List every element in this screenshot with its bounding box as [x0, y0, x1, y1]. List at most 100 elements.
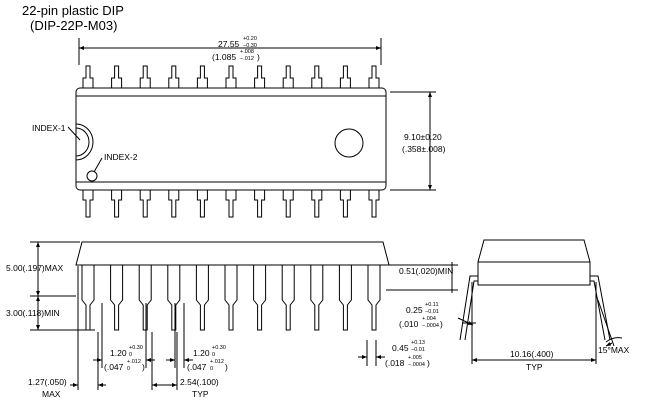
lead-thickness-arrow — [457, 317, 474, 326]
angle-ref-line — [597, 299, 615, 347]
shoulder-a-mm: 1.20 — [110, 348, 127, 358]
lead-width-inch-tol-minus: −.0004 — [408, 362, 425, 368]
top-lead-lower-4 — [168, 190, 180, 218]
top-lead-lower-8 — [282, 190, 294, 218]
side-lead-9 — [310, 265, 324, 331]
lead-width-mm-tol-plus: +0.13 — [411, 340, 425, 346]
pitch-value: 2.54(.100) — [180, 377, 219, 387]
top-lead-upper-7 — [254, 65, 266, 88]
length-inch-tol-plus: +.008 — [240, 49, 254, 55]
top-lead-lower-10 — [339, 190, 351, 218]
index1-leader — [67, 126, 81, 141]
shoulder-b-inch-tol-minus: 0 — [210, 366, 214, 372]
top-lead-lower-5 — [196, 190, 208, 218]
top-lead-upper-5 — [196, 65, 208, 88]
top-leads-upper — [82, 65, 380, 88]
index2-leader — [93, 157, 103, 173]
top-lead-upper-1 — [82, 65, 94, 88]
top-view-body — [75, 87, 387, 191]
lead-thickness-inch-tol-plus: +.004 — [422, 316, 436, 322]
end-lead-note: MAX — [42, 389, 61, 399]
lead-thickness-mm: 0.25 — [406, 305, 423, 315]
package-code: (DIP-22P-M03) — [30, 18, 118, 33]
top-lead-upper-6 — [225, 65, 237, 88]
lead-thickness-mm-tol-minus: −0.01 — [425, 309, 439, 315]
index2-label: INDEX-2 — [104, 152, 138, 162]
length-mm-tol-minus: −0.30 — [243, 43, 257, 49]
shoulder-a-inch-tol-plus: +.012 — [127, 359, 141, 365]
angle-arc — [605, 337, 623, 343]
top-lead-lower-7 — [254, 190, 266, 218]
lead-width-inch-close: ) — [427, 358, 430, 368]
top-lead-upper-2 — [111, 65, 123, 88]
end-lead-left-inner — [464, 280, 478, 341]
lead-width-mm-tol-minus: −0.01 — [411, 347, 425, 353]
top-lead-upper-3 — [139, 65, 151, 88]
side-view — [30, 241, 458, 390]
end-lead-value: 1.27(.050) — [28, 377, 67, 387]
side-leads — [81, 265, 381, 331]
index1-notch-inner — [75, 127, 90, 157]
ejector-pin-mark — [334, 128, 364, 158]
side-lead-1 — [81, 265, 95, 331]
seating-label: 3.00(.118)MIN — [6, 308, 60, 318]
body-height-label: 5.00(.197)MAX — [6, 263, 64, 273]
shoulder-b-inch: (.047 — [187, 362, 207, 372]
length-inch-close: ) — [257, 52, 260, 62]
index1-notch — [75, 123, 94, 161]
angle-arrow — [605, 341, 613, 347]
lead-width-mm: 0.45 — [392, 343, 409, 353]
top-lead-lower-9 — [311, 190, 323, 218]
side-lead-7 — [253, 265, 267, 331]
side-lead-5 — [195, 265, 209, 331]
width-inch: (.358±.008) — [402, 144, 446, 154]
side-lead-3 — [138, 265, 152, 331]
lead-thickness-inch: (.010 — [399, 319, 419, 329]
pitch-note: TYP — [192, 389, 209, 399]
shoulder-a-mm-tol-plus: +0.30 — [129, 345, 143, 351]
lead-thickness-mm-tol-plus: +0.11 — [425, 302, 439, 308]
shoulder-a-mm-tol-minus: 0 — [129, 352, 133, 358]
shoulder-b-inch-close: ) — [225, 362, 228, 372]
end-lead-left-outer — [459, 275, 478, 341]
top-lead-lower-6 — [225, 190, 237, 218]
shoulder-b-mm-tol-minus: 0 — [212, 352, 216, 358]
side-lead-2 — [110, 265, 124, 331]
shoulder-b-mm: 1.20 — [193, 348, 210, 358]
top-lead-lower-3 — [139, 190, 151, 218]
side-lead-8 — [281, 265, 295, 331]
top-lead-lower-2 — [111, 190, 123, 218]
top-lead-lower-1 — [82, 190, 94, 218]
shoulder-a-inch: (.047 — [104, 362, 124, 372]
lead-thickness-inch-tol-minus: −.0004 — [422, 323, 439, 329]
side-lead-6 — [224, 265, 238, 331]
side-lead-10 — [338, 265, 352, 331]
row-spacing-note: TYP — [526, 362, 543, 372]
shoulder-a-inch-tol-minus: 0 — [127, 366, 131, 372]
index2-mark — [86, 170, 98, 182]
top-lead-lower-11 — [368, 190, 380, 218]
top-view — [67, 38, 436, 218]
shoulder-b-inch-tol-plus: +.012 — [210, 359, 224, 365]
end-view — [457, 239, 623, 364]
top-lead-upper-9 — [311, 65, 323, 88]
length-inch-tol-minus: −.012 — [240, 56, 254, 62]
top-lead-upper-10 — [339, 65, 351, 88]
shoulder-b-mm-tol-plus: +0.30 — [212, 345, 226, 351]
length-mm: 27.55 — [218, 39, 240, 49]
lead-width-inch: (.018 — [385, 358, 405, 368]
lead-angle-label: 15°MAX — [598, 345, 630, 355]
top-lead-upper-11 — [368, 65, 380, 88]
top-lead-upper-4 — [168, 65, 180, 88]
top-leads-lower — [82, 190, 380, 218]
end-lead-right-outer — [590, 275, 611, 341]
side-lead-4 — [167, 265, 181, 331]
end-lead-right-inner — [590, 280, 606, 341]
lead-width-inch-tol-plus: +.005 — [408, 355, 422, 361]
diagram-title: 22-pin plastic DIP — [22, 3, 124, 18]
length-inch: (1.085 — [212, 52, 237, 62]
lead-thickness-inch-close: ) — [440, 319, 443, 329]
lead-offset-label: 0.51(.020)MIN — [399, 266, 454, 276]
side-view-body — [75, 241, 390, 266]
